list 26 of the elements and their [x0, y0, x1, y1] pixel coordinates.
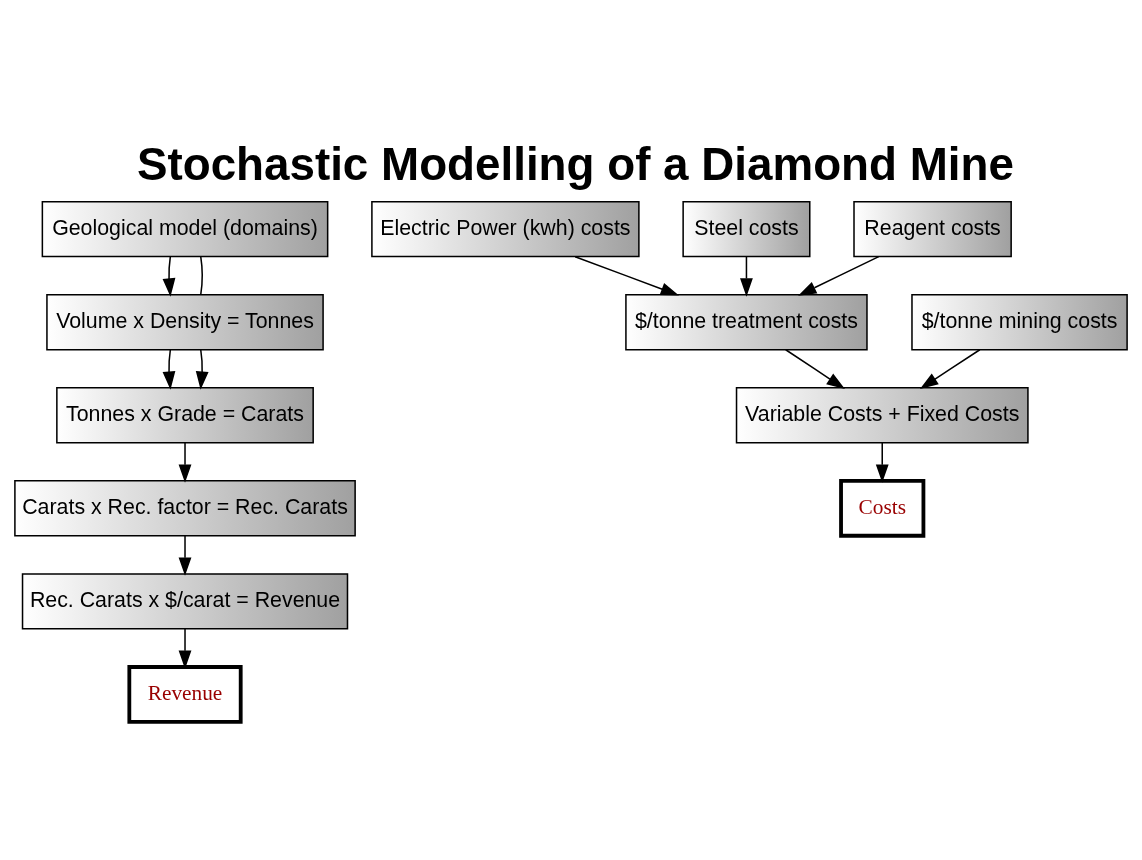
node-box: $/tonne mining costs [911, 293, 1128, 350]
arrow [798, 255, 880, 296]
node-box: Steel costs [682, 200, 811, 257]
node-box: Electric Power (kwh) costs [371, 200, 640, 257]
arrow [740, 255, 753, 297]
node-box: Volume x Density = Tonnes [46, 293, 324, 350]
node-box: Reagent costs [853, 200, 1012, 257]
arrow [875, 441, 889, 483]
node-box: $/tonne treatment costs [625, 293, 868, 350]
node-box: Variable Costs + Fixed Costs [735, 386, 1029, 443]
node-box: Revenue [127, 664, 243, 724]
arrow [178, 441, 192, 483]
node-box: Tonnes x Grade = Carats [56, 386, 314, 443]
arrow [178, 534, 192, 576]
connector [199, 255, 203, 295]
diagram-title: Stochastic Modelling of a Diamond Mine [136, 138, 1014, 190]
node-box: Carats x Rec. factor = Rec. Carats [14, 479, 356, 537]
arrow [574, 255, 680, 295]
arrow [919, 348, 981, 389]
arrow [162, 348, 176, 390]
arrow [784, 348, 845, 389]
node-box: Costs [839, 478, 926, 538]
arrow [195, 348, 209, 390]
arrow [162, 255, 176, 297]
node-box: Rec. Carats x $/carat = Revenue [21, 572, 349, 630]
node-box: Geological model (domains) [41, 200, 329, 257]
